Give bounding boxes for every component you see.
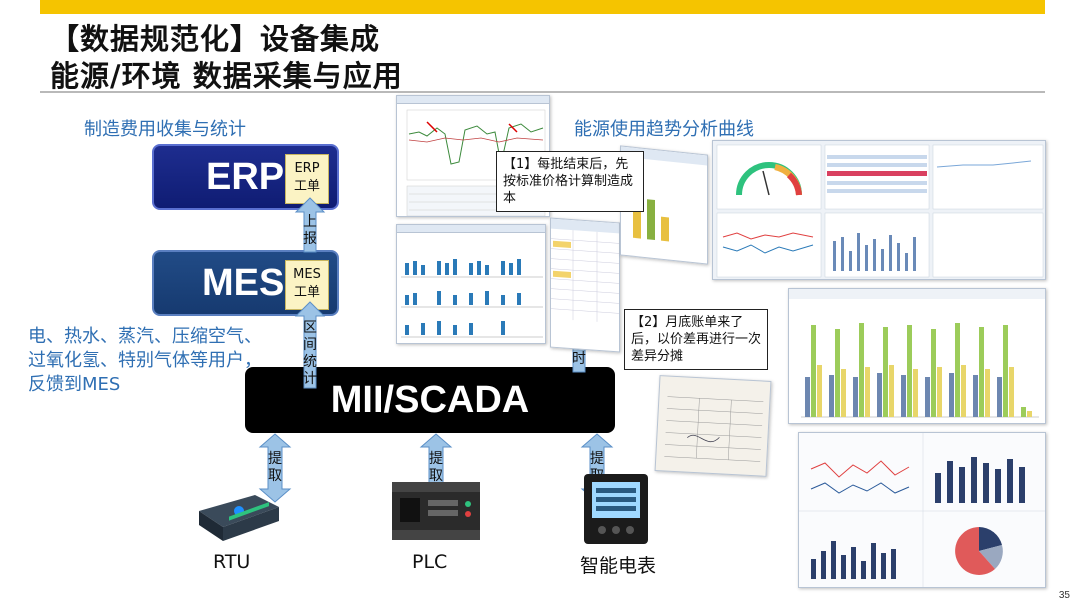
smart-meter-label: 智能电表 [580,555,657,577]
top-accent-bar [40,0,1045,14]
energy-report-panels-screenshot [798,432,1046,588]
interval-stats-arrow: 区 间 统 计 [294,300,326,390]
monthly-energy-bar-chart-screenshot [788,288,1046,424]
extract-arrow-rtu-text: 提 取 [268,451,282,484]
mes-name: MES [202,262,285,304]
mes-system-box: MES MES 工单 [152,250,339,316]
energy-users-description: 电、热水、蒸汽、压缩空气、过氧化氢、特别气体等用户，反馈到MES [28,326,262,395]
sparkline-panels-header [397,225,545,233]
erp-tag-text: ERP 工单 [293,161,320,194]
energy-dashboard-screenshot [712,140,1046,280]
trend-chart-header [397,96,549,104]
rtu-icon [195,493,283,547]
title-divider [40,91,1045,93]
rtu-label: RTU [213,551,251,573]
monthly-bill-scan [654,375,772,477]
plc-label: PLC [412,551,448,573]
plc-icon [388,474,484,548]
report-arrow: 上 报 [294,196,326,254]
page-number: 35 [1058,590,1070,601]
page-title-line2: 能源/环境 数据采集与应用 [50,59,403,93]
page-title-line1: 【数据规范化】设备集成 [50,22,381,56]
erp-name: ERP [206,156,285,198]
extract-arrow-plc-text: 提 取 [429,451,443,484]
variance-allocation-callout: 【2】月底账单来了后，以价差再进行一次差异分摊 [624,309,768,370]
cost-collection-label: 制造费用收集与统计 [84,119,246,140]
smart-meter-icon [582,470,650,550]
mes-tag-text: MES 工单 [293,267,321,300]
sparkline-panels-screenshot [396,224,546,344]
report-arrow-text: 上 报 [303,214,317,247]
cost-table-screenshot [550,217,620,353]
interval-stats-arrow-text: 区 间 统 计 [303,320,317,387]
extract-arrow-rtu: 提 取 [258,433,292,503]
energy-trend-label: 能源使用趋势分析曲线 [574,119,754,140]
standard-cost-callout: 【1】每批结束后，先按标准价格计算制造成本 [496,151,644,212]
